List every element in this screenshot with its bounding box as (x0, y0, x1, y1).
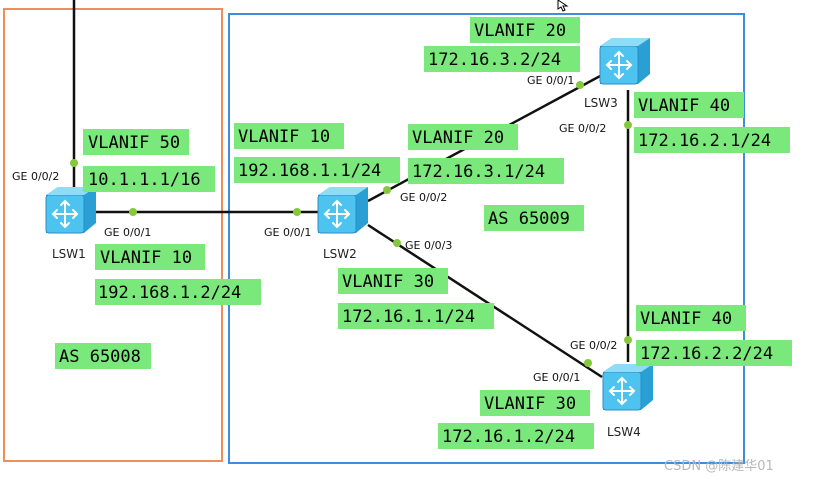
svg-text:VLANIF 50: VLANIF 50 (88, 133, 180, 153)
svg-text:192.168.1.2/24: 192.168.1.2/24 (98, 283, 241, 303)
green-label: 172.16.3.2/24 (424, 46, 580, 72)
device-name-lsw3: LSW3 (584, 96, 618, 110)
watermark: CSDN @陈建华01 (664, 458, 774, 474)
svg-text:VLANIF 10: VLANIF 10 (100, 248, 192, 268)
as-65008-area (3, 8, 223, 462)
device-name-lsw2: LSW2 (323, 247, 357, 261)
svg-text:VLANIF 30: VLANIF 30 (342, 272, 434, 292)
port-dot (393, 239, 401, 247)
green-label: 172.16.3.1/24 (408, 158, 564, 184)
green-label: 192.168.1.1/24 (234, 157, 400, 183)
as-label-65008: AS 65008 (55, 343, 151, 369)
green-label: VLANIF 40 (634, 92, 744, 118)
switch-lsw4-icon[interactable] (602, 363, 654, 411)
port-dot (584, 359, 592, 367)
green-label: VLANIF 20 (470, 17, 580, 43)
link-lsw2-lsw4 (367, 223, 603, 379)
svg-text:172.16.1.1/24: 172.16.1.1/24 (342, 307, 475, 327)
device-name-lsw1: LSW1 (52, 247, 86, 261)
svg-text:VLANIF 30: VLANIF 30 (484, 394, 576, 414)
port-label: GE 0/0/1 (533, 371, 580, 384)
green-label: VLANIF 20 (408, 124, 518, 150)
port-label: GE 0/0/1 (264, 226, 311, 239)
green-label: VLANIF 40 (636, 305, 746, 331)
as-65009-area (228, 13, 745, 464)
port-dot (70, 159, 78, 167)
svg-text:172.16.1.2/24: 172.16.1.2/24 (442, 427, 575, 447)
switch-lsw3-icon[interactable] (599, 37, 651, 85)
port-dot (624, 121, 632, 129)
switch-lsw1-icon[interactable] (45, 186, 97, 234)
svg-text:AS 65009: AS 65009 (488, 209, 570, 229)
green-label: 172.16.2.1/24 (634, 127, 790, 153)
port-label: GE 0/0/3 (405, 239, 452, 252)
green-label: 172.16.1.1/24 (338, 303, 494, 329)
port-dot (383, 186, 391, 194)
svg-text:VLANIF 40: VLANIF 40 (638, 96, 730, 116)
svg-text:VLANIF 40: VLANIF 40 (640, 309, 732, 329)
green-label: 10.1.1.1/16 (83, 166, 215, 192)
green-label: 192.168.1.2/24 (95, 279, 261, 305)
green-label: VLANIF 50 (83, 129, 189, 155)
green-label: 172.16.1.2/24 (438, 423, 594, 449)
mouse-cursor-icon (557, 0, 569, 12)
green-label: 172.16.2.2/24 (636, 340, 792, 366)
svg-text:172.16.3.2/24: 172.16.3.2/24 (428, 50, 561, 70)
green-label: VLANIF 30 (338, 268, 448, 294)
port-dot (624, 336, 632, 344)
port-dot (129, 208, 137, 216)
port-label: GE 0/0/2 (570, 339, 617, 352)
svg-text:VLANIF 20: VLANIF 20 (474, 21, 566, 41)
port-label: GE 0/0/1 (104, 226, 151, 239)
svg-text:VLANIF 20: VLANIF 20 (412, 128, 504, 148)
svg-text:AS 65008: AS 65008 (59, 347, 141, 367)
port-label: GE 0/0/2 (12, 170, 59, 183)
green-label: VLANIF 10 (234, 123, 344, 149)
svg-text:172.16.2.1/24: 172.16.2.1/24 (638, 131, 771, 151)
port-label: GE 0/0/2 (400, 191, 447, 204)
device-name-lsw4: LSW4 (607, 425, 641, 439)
port-dot (293, 208, 301, 216)
svg-text:10.1.1.1/16: 10.1.1.1/16 (88, 170, 201, 190)
svg-text:172.16.3.1/24: 172.16.3.1/24 (412, 162, 545, 182)
switch-lsw2-icon[interactable] (317, 186, 369, 234)
port-label: GE 0/0/2 (559, 122, 606, 135)
port-dot (576, 81, 584, 89)
svg-text:192.168.1.1/24: 192.168.1.1/24 (238, 161, 381, 181)
as-label-65009: AS 65009 (484, 205, 584, 231)
svg-text:VLANIF 10: VLANIF 10 (238, 127, 330, 147)
green-label: VLANIF 30 (480, 390, 590, 416)
green-label: VLANIF 10 (95, 244, 205, 270)
port-label: GE 0/0/1 (527, 74, 574, 87)
svg-text:172.16.2.2/24: 172.16.2.2/24 (640, 344, 773, 364)
